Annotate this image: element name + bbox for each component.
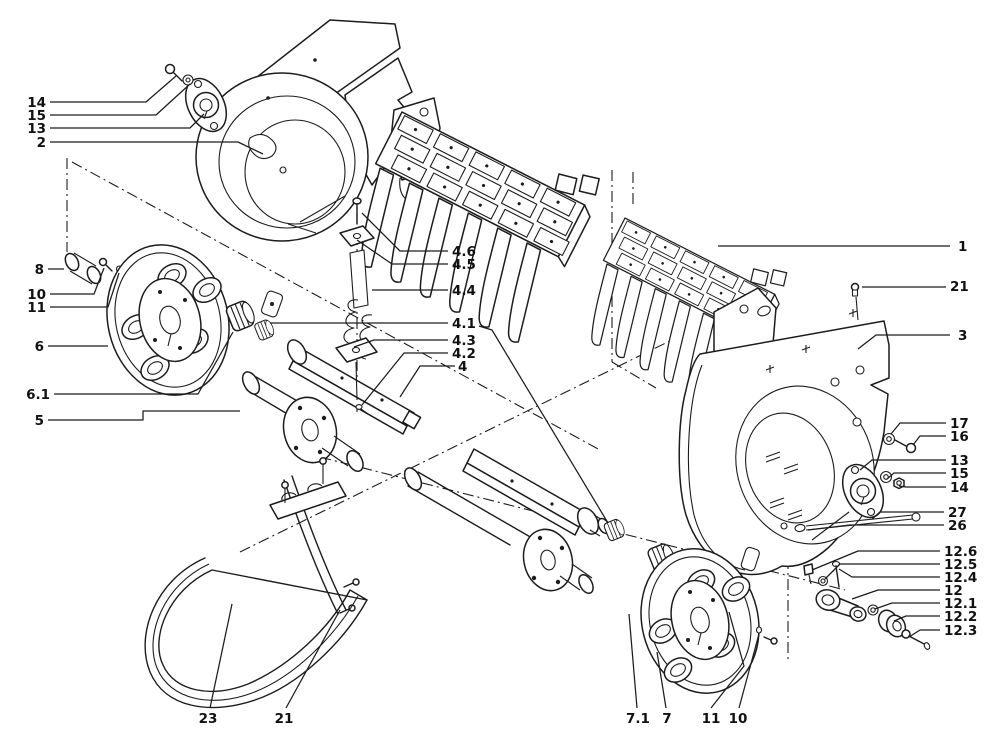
callout-5: 5 (35, 413, 44, 429)
shaft-5-lower (403, 467, 594, 595)
callout-14-right: 14 (950, 480, 969, 496)
callout-6-1: 6.1 (26, 387, 50, 403)
tensioner-assembly (803, 560, 931, 650)
callout-13-left: 13 (27, 121, 46, 137)
callout-7-1: 7.1 (626, 711, 650, 727)
square-shaft-lower (462, 448, 611, 537)
callout-7: 7 (662, 711, 671, 727)
callout-26: 26 (948, 518, 967, 534)
callout-3: 3 (958, 328, 967, 344)
hub-disc-left (64, 244, 230, 396)
leader-lines (48, 75, 950, 709)
callout-4-1: 4.1 (452, 316, 476, 332)
callout-8: 8 (35, 262, 44, 278)
square-shaft-upper (286, 339, 422, 435)
callout-12-3: 12.3 (944, 623, 977, 639)
clamp-strap (269, 457, 360, 615)
hub-disc-right (640, 548, 778, 694)
callout-23: 23 (199, 711, 218, 727)
bearing-flange-left (164, 63, 236, 139)
callout-21-right: 21 (950, 279, 969, 295)
callout-11-left: 11 (27, 300, 46, 316)
splined-bushing-b (253, 317, 277, 342)
callout-1: 1 (958, 239, 967, 255)
belt-guard-right (678, 282, 890, 631)
shaft-5-upper (241, 371, 364, 473)
callout-12-2: 12.2 (944, 609, 977, 625)
callout-16: 16 (950, 429, 969, 445)
callout-4-6: 4.6 (452, 244, 476, 260)
callout-13-right: 13 (950, 453, 969, 469)
callout-4-5: 4.5 (452, 257, 476, 273)
callout-10-bottom: 10 (729, 711, 748, 727)
bearing-flange-right (833, 432, 917, 525)
callout-17: 17 (950, 416, 969, 432)
callout-15-right: 15 (950, 466, 969, 482)
belt-guard-left (190, 19, 413, 318)
callout-10-left: 10 (27, 287, 46, 303)
callout-4-4: 4.4 (452, 283, 476, 299)
callout-4: 4 (458, 359, 467, 375)
spring-clamp-assembly (335, 197, 378, 401)
callout-12: 12 (944, 583, 963, 599)
callout-labels: 14 15 13 2 8 10 11 6 6.1 5 4.6 4.5 4.4 4… (26, 95, 977, 727)
callout-12-4: 12.4 (944, 570, 977, 586)
callout-27: 27 (948, 505, 967, 521)
belt (144, 557, 368, 709)
callout-12-5: 12.5 (944, 557, 977, 573)
callout-4-3: 4.3 (452, 333, 476, 349)
callout-12-6: 12.6 (944, 544, 977, 560)
tine-assembly-left (331, 84, 608, 348)
callout-14-left: 14 (27, 95, 46, 111)
callout-6: 6 (35, 339, 44, 355)
callout-21-bottom: 21 (275, 711, 294, 727)
callout-4-2: 4.2 (452, 346, 476, 362)
callout-12-1: 12.1 (944, 596, 977, 612)
callout-11-bottom: 11 (702, 711, 721, 727)
callout-2: 2 (37, 135, 46, 151)
callout-15-left: 15 (27, 108, 46, 124)
